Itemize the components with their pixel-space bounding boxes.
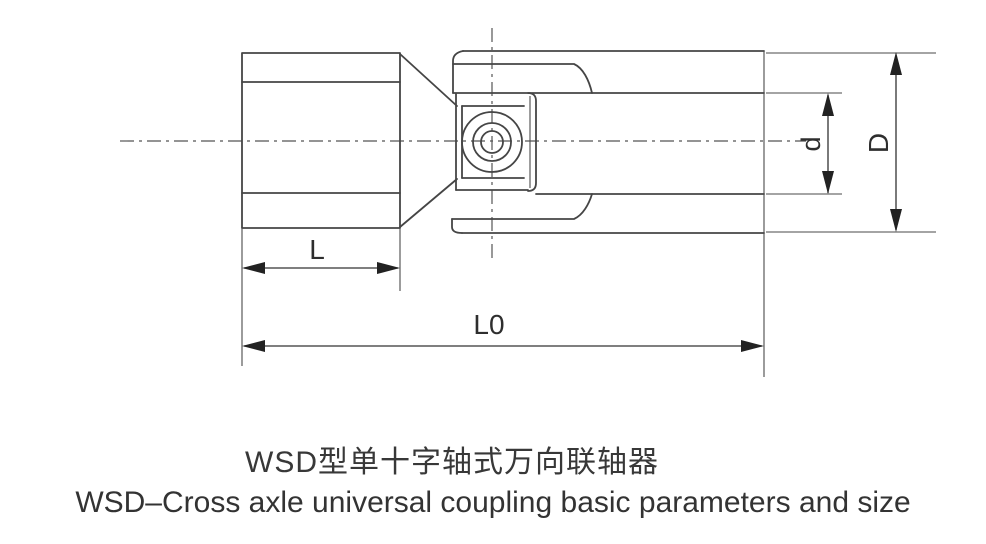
sleeve-bottom-band-inner [451, 193, 593, 220]
dimension-d-label: d [796, 136, 826, 151]
caption-chinese-title: WSD型单十字轴式万向联轴器 [245, 446, 659, 479]
right-sleeve-body [451, 50, 765, 377]
dimension-d-arrow-top [822, 93, 834, 116]
dimension-L0-arrow-left [242, 340, 265, 352]
left-yoke-bracket [455, 92, 537, 192]
sleeve-top-band-inner [452, 63, 593, 94]
dimension-D-arrow-bottom [890, 209, 902, 232]
centerlines [120, 28, 806, 263]
pin-outer-circle [461, 111, 523, 173]
sleeve-top-left-edge [452, 50, 464, 94]
dimension-d: d [796, 93, 834, 194]
dimension-L-arrow-left [242, 262, 265, 274]
pin-inner-circle [480, 130, 504, 154]
cross-pin [461, 111, 523, 173]
caption-english-title: WSD–Cross axle universal coupling basic … [75, 486, 911, 519]
dimension-d-arrow-bottom [822, 171, 834, 194]
dimension-L-arrow-right [377, 262, 400, 274]
dimension-L0-label: L0 [473, 309, 504, 340]
dimension-L0: L0 [242, 309, 764, 352]
sleeve-bottom-left-edge [451, 218, 463, 234]
coupling-diagram: L L0 d D [120, 28, 936, 377]
pin-middle-circle [472, 122, 512, 162]
bearing-housing-right [527, 92, 537, 192]
taper-line-bottom [399, 178, 458, 228]
taper-line-top [399, 53, 458, 107]
dimension-D-label: D [863, 133, 894, 153]
dimension-D: D [863, 52, 902, 232]
dimension-L: L [242, 234, 400, 274]
dimension-L-label: L [309, 234, 325, 265]
extension-lines [241, 52, 936, 366]
dimension-L0-arrow-right [741, 340, 764, 352]
dimension-D-arrow-top [890, 52, 902, 75]
